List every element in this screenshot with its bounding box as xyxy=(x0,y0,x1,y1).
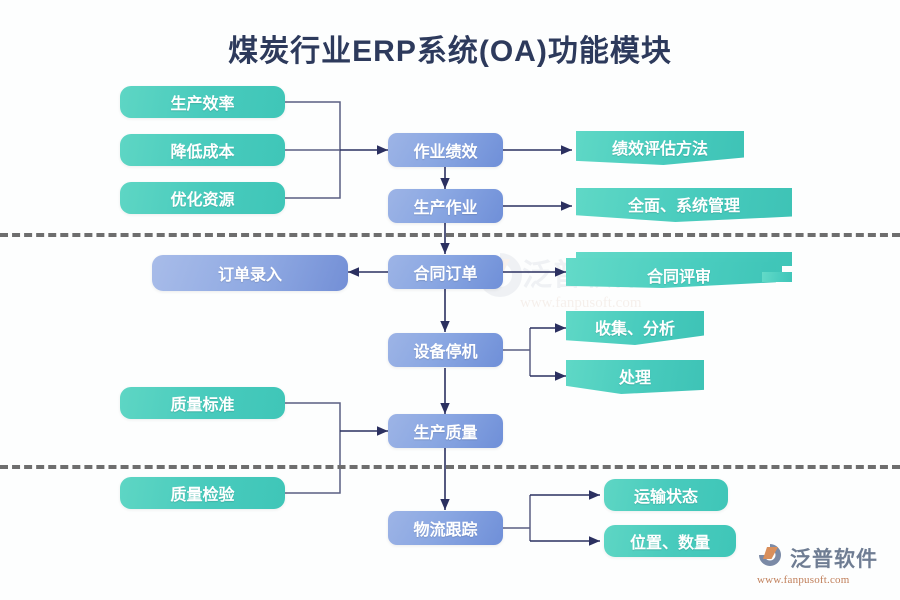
node-label: 订单录入 xyxy=(217,267,282,284)
divider-bottom xyxy=(0,465,900,469)
node-label: 质量标准 xyxy=(170,397,235,414)
node-she-bei-ting-ji[interactable]: 设备停机 xyxy=(388,333,503,367)
node-label: 处理 xyxy=(618,369,651,387)
node-sheng-chan-zuo-ye[interactable]: 生产作业 xyxy=(388,189,503,223)
node-label: 生产质量 xyxy=(413,425,478,442)
node-you-hua-zi-yuan[interactable]: 优化资源 xyxy=(120,182,285,214)
logo-brand-text: 泛普软件 xyxy=(790,547,878,571)
node-wu-liu-gen-zong[interactable]: 物流跟踪 xyxy=(388,511,503,545)
node-quan-mian-xi-tong-guan-li[interactable]: 全面、系统管理 xyxy=(576,188,792,222)
node-ji-xiao-ping-gu-fang-fa[interactable]: 绩效评估方法 xyxy=(576,131,744,165)
node-ding-dan-lu-ru[interactable]: 订单录入 xyxy=(152,255,348,291)
divider-top xyxy=(0,233,900,237)
node-label: 质量检验 xyxy=(170,487,235,504)
page-title: 煤炭行业ERP系统(OA)功能模块 xyxy=(228,35,672,68)
node-sheng-chan-zhi-liang[interactable]: 生产质量 xyxy=(388,414,503,448)
node-label: 作业绩效 xyxy=(413,144,478,161)
node-label: 降低成本 xyxy=(170,144,235,161)
node-label: 合同评审 xyxy=(646,269,711,286)
node-label: 运输状态 xyxy=(633,489,698,506)
node-label: 物流跟踪 xyxy=(413,522,478,539)
node-wei-zhi-shu-liang[interactable]: 位置、数量 xyxy=(604,525,736,557)
node-label: 设备停机 xyxy=(413,344,478,361)
ribbon-layer-front xyxy=(566,262,776,288)
swoosh-logo-icon xyxy=(756,542,786,573)
node-jiang-di-cheng-ben[interactable]: 降低成本 xyxy=(120,134,285,166)
node-he-tong-ping-shen[interactable]: 合同评审 xyxy=(566,252,792,298)
node-label: 收集、分析 xyxy=(594,320,675,338)
node-zuo-ye-ji-xiao[interactable]: 作业绩效 xyxy=(388,133,503,167)
node-label: 位置、数量 xyxy=(629,535,710,552)
logo-url-text: www.fanpusoft.com xyxy=(757,574,850,586)
node-sheng-chan-xiao-lv[interactable]: 生产效率 xyxy=(120,86,285,118)
node-label: 优化资源 xyxy=(170,192,235,209)
node-label: 生产作业 xyxy=(413,200,478,217)
node-zhi-liang-biao-zhun[interactable]: 质量标准 xyxy=(120,387,285,419)
ribbon-layer-tail xyxy=(762,272,792,282)
brand-logo: 泛普软件 www.fanpusoft.com xyxy=(756,542,878,586)
node-chu-li[interactable]: 处理 xyxy=(566,360,704,394)
node-label: 生产效率 xyxy=(170,96,235,113)
node-yun-shu-zhuang-tai[interactable]: 运输状态 xyxy=(604,479,728,511)
node-label: 全面、系统管理 xyxy=(627,197,740,215)
node-label: 合同订单 xyxy=(413,266,478,283)
node-he-tong-ding-dan[interactable]: 合同订单 xyxy=(388,255,503,289)
node-shou-ji-fen-xi[interactable]: 收集、分析 xyxy=(566,311,704,345)
node-zhi-liang-jian-yan[interactable]: 质量检验 xyxy=(120,477,285,509)
node-label: 绩效评估方法 xyxy=(611,140,708,158)
